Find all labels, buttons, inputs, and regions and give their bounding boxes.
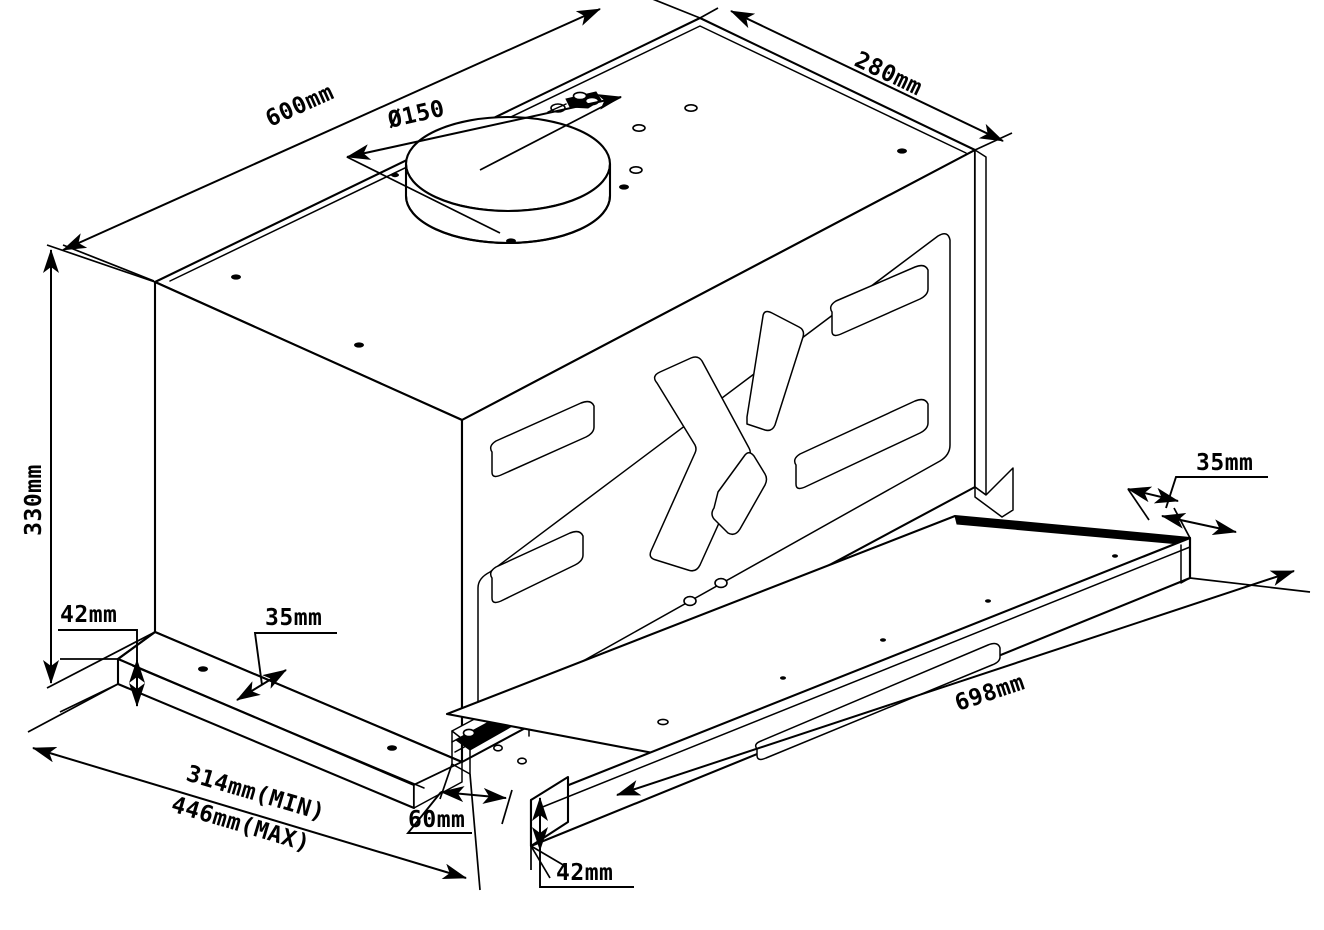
drawer-hole-3: [880, 638, 886, 642]
dim-label-42mm-left: 42mm: [60, 602, 117, 628]
apron-hole-2: [714, 577, 728, 589]
logo-cutout-left-chevron: [649, 356, 752, 572]
vent-slot-lower-right: [793, 398, 929, 490]
drawer-hole-1: [657, 718, 669, 726]
dimension-duct-diameter: Ø150: [346, 94, 622, 234]
drawer-hole-2: [780, 676, 786, 680]
flange-hole-2: [387, 745, 397, 751]
front-panel-grille: [489, 264, 952, 607]
vent-slot-upper-left: [489, 400, 595, 478]
right-edge-plate: [974, 149, 987, 496]
drawer-hole-4: [985, 599, 991, 603]
top-hole-7: [619, 184, 629, 190]
dim-label-35mm-right: 35mm: [1196, 450, 1253, 476]
dimension-42mm-bottom: 42mm: [530, 797, 634, 888]
rail-bearing-3: [516, 757, 527, 765]
top-hole-4: [684, 104, 698, 113]
logo-cutout-upper-right-stroke: [746, 310, 805, 432]
top-hole-5: [629, 166, 643, 175]
top-hole-1: [231, 274, 241, 280]
dimension-35mm-right: 35mm: [1127, 450, 1268, 539]
rail-bearing-1: [462, 728, 476, 738]
rail-bearing-2: [492, 744, 503, 752]
dimension-42mm-left: 42mm: [58, 602, 145, 713]
top-hole-6: [897, 148, 907, 154]
vent-slot-upper-right: [829, 264, 929, 337]
dim-label-35mm-left: 35mm: [265, 605, 322, 631]
dim-label-42mm-bottom: 42mm: [556, 860, 613, 886]
drawer-hole-5: [1112, 554, 1118, 558]
top-hole-3: [632, 124, 646, 133]
dim-label-330mm: 330mm: [21, 464, 47, 536]
top-hole-8: [506, 238, 516, 244]
top-hole-9: [391, 172, 399, 178]
dim-label-60mm: 60mm: [408, 807, 465, 833]
flange-hole-1: [198, 666, 208, 672]
dimension-330mm: 330mm: [21, 244, 156, 689]
dim-label-600mm: 600mm: [262, 79, 338, 132]
apron-hole-1: [683, 595, 697, 607]
right-mounting-bracket: [974, 467, 1014, 518]
logo-cutout-lower-right-stroke: [711, 452, 768, 536]
dimension-60mm: 60mm: [406, 763, 513, 834]
dimension-35mm-left: 35mm: [236, 605, 337, 701]
dim-label-280mm: 280mm: [850, 47, 926, 101]
top-hole-2: [354, 342, 364, 348]
vent-slot-lower-left: [489, 530, 584, 604]
